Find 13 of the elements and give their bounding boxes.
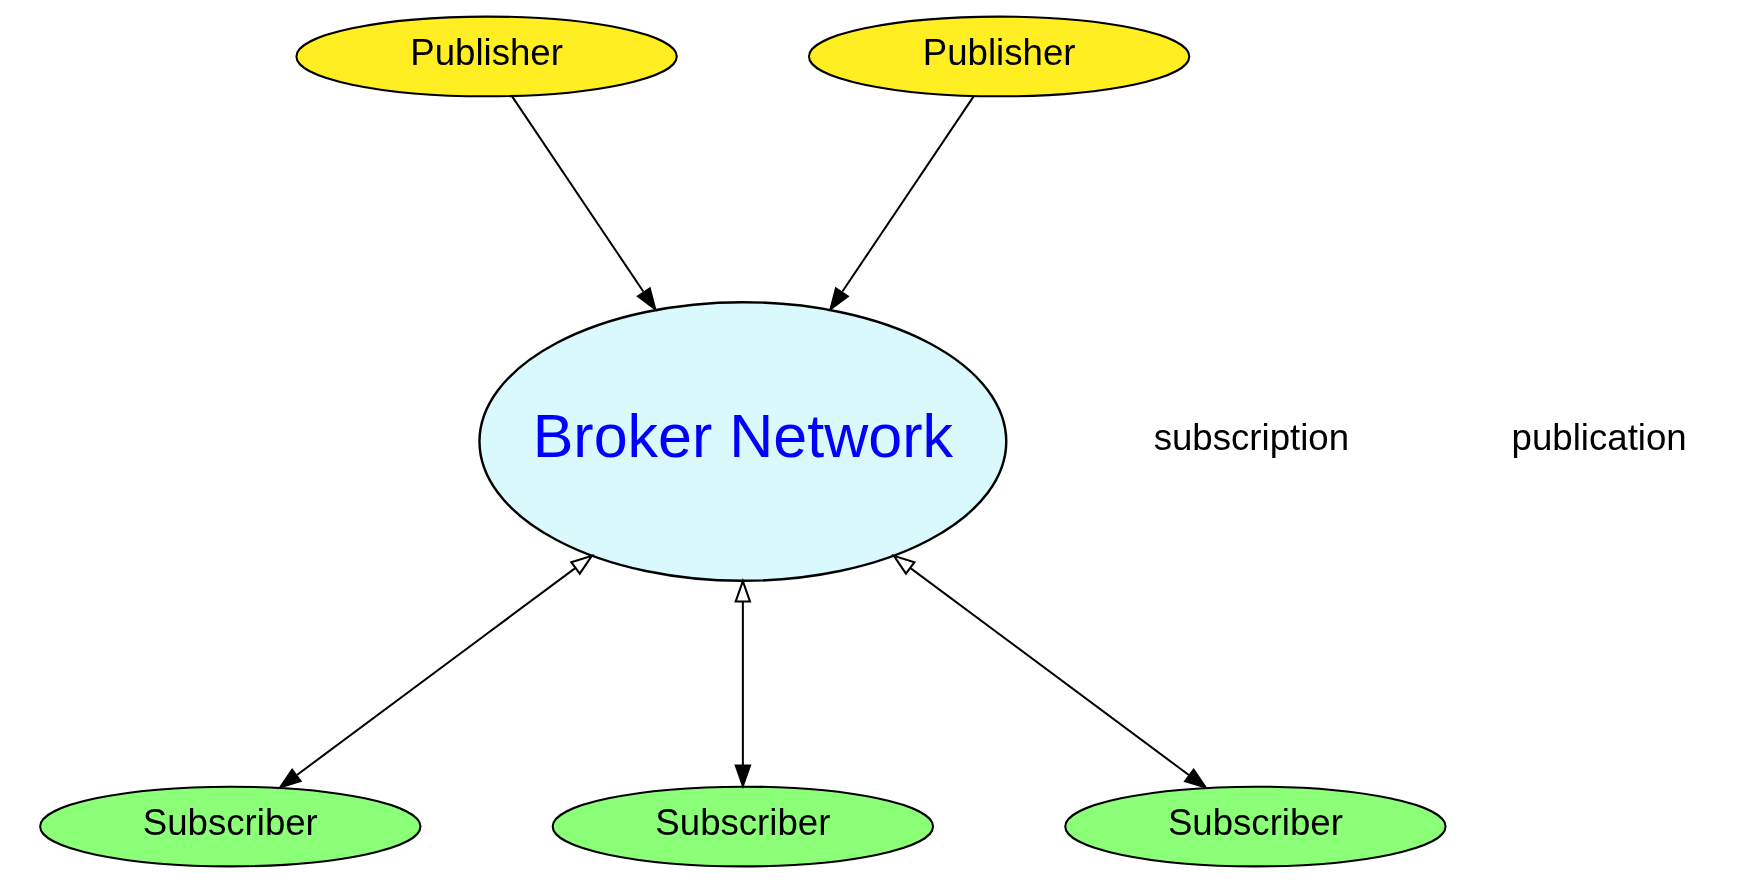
node-ellipse: Publisher: [295, 15, 678, 98]
node-ellipse: Subscriber: [39, 785, 422, 868]
legend-label: subscription: [1153, 417, 1350, 459]
arrow: [734, 578, 752, 789]
arrow: [891, 553, 1209, 790]
arrow: [828, 95, 975, 312]
node-ellipse: Subscriber: [1064, 785, 1447, 868]
arrow: [511, 95, 657, 312]
node-ellipse: Broker Network: [478, 300, 1008, 583]
node-ellipse: Subscriber: [551, 785, 935, 868]
node-ellipse: Publisher: [807, 15, 1191, 98]
legend-label: publication: [1511, 417, 1687, 459]
arrow: [277, 553, 595, 790]
